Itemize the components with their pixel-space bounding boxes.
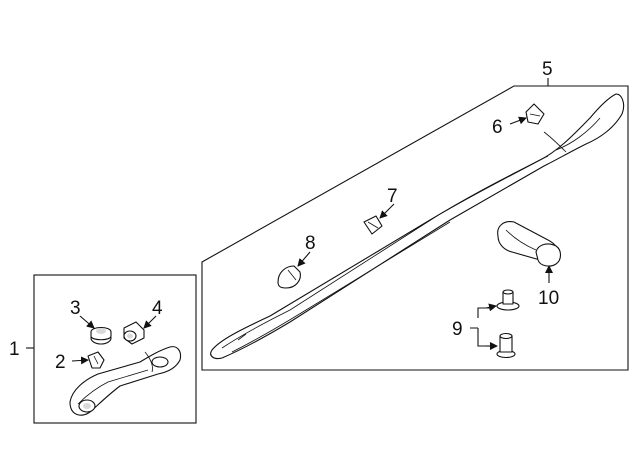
callout-9-arrow-upper <box>485 303 497 312</box>
callout-6: 6 <box>492 117 503 138</box>
cap-part-8 <box>277 265 301 289</box>
callout-10: 10 <box>538 288 559 309</box>
callout-2: 2 <box>55 352 66 373</box>
pillar-trim-panel <box>210 93 625 360</box>
callout-2-arrow <box>71 356 89 365</box>
clip-part-2 <box>87 351 105 369</box>
grab-handle-part <box>69 346 182 416</box>
callout-8-arrow <box>297 251 311 267</box>
callout-3-arrow <box>79 315 95 329</box>
callout-8: 8 <box>305 233 316 254</box>
callout-1: 1 <box>9 339 20 360</box>
callout-9: 9 <box>452 319 463 340</box>
callout-4: 4 <box>152 298 163 319</box>
clip-part-6 <box>525 103 545 125</box>
bushing-part-4 <box>123 321 145 345</box>
callout-9-bracket <box>470 307 494 347</box>
callout-7: 7 <box>387 186 398 207</box>
right-group-frame <box>201 85 629 371</box>
right-assembly-group: 5 6 7 8 <box>201 59 629 371</box>
left-assembly-group: 1 2 3 4 <box>9 274 197 424</box>
callout-7-arrow <box>379 203 395 219</box>
callout-6-arrow <box>509 116 527 125</box>
callout-4-arrow <box>143 315 157 329</box>
callout-3: 3 <box>70 298 81 319</box>
fastener-part-9-upper <box>496 289 520 311</box>
fastener-part-9-lower <box>496 332 516 359</box>
callout-5: 5 <box>542 59 553 80</box>
left-group-frame <box>33 274 197 424</box>
cover-part-10 <box>497 221 562 267</box>
clip-part-7 <box>363 215 383 235</box>
grommet-part-3 <box>90 326 112 345</box>
